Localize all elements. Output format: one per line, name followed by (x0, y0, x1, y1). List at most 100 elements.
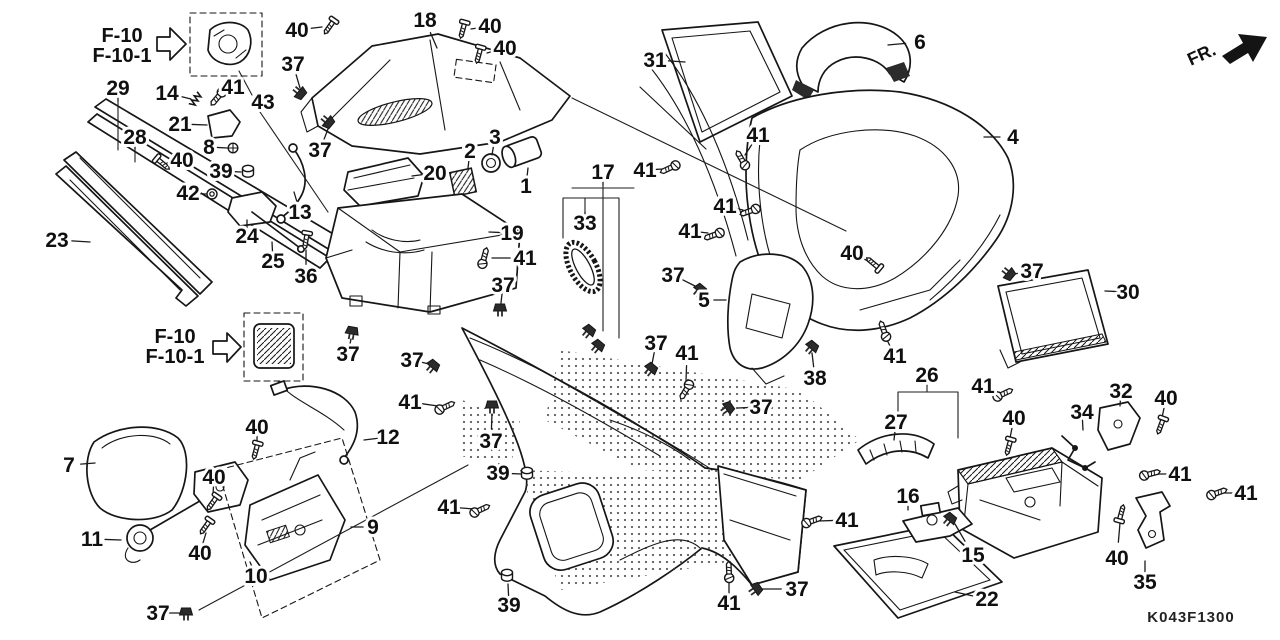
callout-41: 41 (221, 76, 245, 99)
part-molding-strip (857, 433, 935, 465)
callout-28: 28 (123, 126, 147, 149)
callout-41: 41 (971, 375, 995, 398)
leader-line-40 (307, 26, 323, 30)
callout-41: 41 (1168, 463, 1192, 486)
reference-arrow-top (156, 27, 187, 61)
leader-line-41 (421, 403, 439, 407)
part-handle-cover (792, 21, 912, 100)
callout-4: 4 (1007, 126, 1019, 149)
callout-40: 40 (1154, 387, 1177, 410)
callout-41: 41 (633, 159, 657, 182)
callout-37: 37 (146, 602, 169, 625)
callout-37: 37 (400, 349, 423, 372)
leader-line-37 (295, 74, 301, 89)
callout-22: 22 (975, 588, 998, 611)
fr-label: FR. (1184, 39, 1219, 69)
leader-line-39 (507, 472, 522, 475)
leader-line-7 (80, 462, 96, 465)
fastener-c (801, 338, 822, 358)
leader-line-3 (491, 144, 495, 156)
callout-25: 25 (261, 250, 285, 273)
leader-line-40 (486, 49, 498, 54)
callout-11: 11 (81, 528, 104, 551)
callout-37: 37 (336, 343, 359, 366)
reference-label-top-line1: F-10 (101, 25, 142, 47)
leader-line-12 (363, 437, 378, 441)
part-pocket-box (947, 447, 1103, 559)
callout-14: 14 (155, 82, 179, 105)
callout-3: 3 (489, 126, 501, 149)
part-windscreen (639, 21, 793, 150)
fastener-c (578, 322, 599, 342)
leader-line-25 (271, 241, 274, 254)
leader-line-40 (858, 255, 869, 262)
callout-41: 41 (746, 124, 770, 147)
part-cables-brackets (207, 109, 359, 465)
fastener-c (492, 303, 508, 318)
callout-33: 33 (573, 212, 596, 235)
leader-line-41 (697, 231, 709, 234)
callout-37: 37 (281, 53, 304, 76)
callout-41: 41 (678, 220, 702, 243)
fastener-s (247, 439, 265, 462)
leader-line-37 (500, 292, 503, 304)
fastener-s (1000, 435, 1018, 458)
leader-line-42 (195, 192, 207, 195)
callout-40: 40 (1105, 547, 1128, 570)
callout-40: 40 (188, 542, 211, 565)
fastener-s (1152, 414, 1170, 437)
part-seal-ring (563, 239, 603, 295)
callout-40: 40 (170, 149, 193, 172)
reference-box-mid (212, 312, 345, 431)
part-pocket-lid (833, 523, 1003, 619)
fastener-n (520, 466, 534, 480)
callout-9: 9 (367, 516, 379, 539)
leader-line-40 (1009, 426, 1013, 439)
callout-41: 41 (398, 391, 422, 414)
callout-41: 41 (1234, 482, 1258, 505)
part-meter-panel (300, 33, 571, 207)
fastener-s (319, 14, 341, 38)
leader-line-6 (887, 42, 907, 46)
part-ignition-switch (448, 136, 543, 198)
leader-line-40 (202, 532, 207, 545)
callout-1: 1 (520, 175, 532, 198)
callout-37: 37 (785, 578, 808, 601)
fastener-sp (188, 90, 203, 108)
callout-29: 29 (106, 77, 129, 100)
leader-line-14 (177, 95, 192, 100)
leader-line-31 (667, 60, 686, 63)
callout-19: 19 (500, 222, 523, 245)
fastener-n (241, 164, 255, 178)
callout-12: 12 (376, 426, 399, 449)
leader-line-41 (685, 364, 688, 382)
reference-box-top (156, 12, 263, 77)
callout-40: 40 (478, 15, 501, 38)
fastener-s (1112, 502, 1130, 525)
fastener-s (454, 18, 472, 41)
fastener-n2 (206, 188, 218, 200)
leader-line-18 (429, 31, 438, 49)
callout-30: 30 (1116, 281, 1139, 304)
fastener-n (500, 568, 514, 582)
callout-41: 41 (883, 345, 907, 368)
fastener-b (701, 226, 727, 244)
leader-line-32 (1119, 397, 1122, 407)
fastener-b (990, 384, 1016, 404)
callout-42: 42 (176, 182, 199, 205)
callout-5: 5 (698, 289, 710, 312)
callout-36: 36 (294, 265, 317, 288)
callout-37: 37 (479, 430, 502, 453)
callout-16: 16 (896, 485, 919, 508)
callout-17: 17 (591, 161, 614, 184)
part-bracket-assembly (217, 437, 381, 619)
part-lines (55, 12, 1267, 619)
callout-20: 20 (423, 162, 446, 185)
part-inner-cover (727, 253, 814, 385)
callout-37: 37 (308, 139, 331, 162)
leader-line-39 (229, 170, 242, 173)
callout-40: 40 (840, 242, 863, 265)
callout-43: 43 (251, 91, 274, 114)
